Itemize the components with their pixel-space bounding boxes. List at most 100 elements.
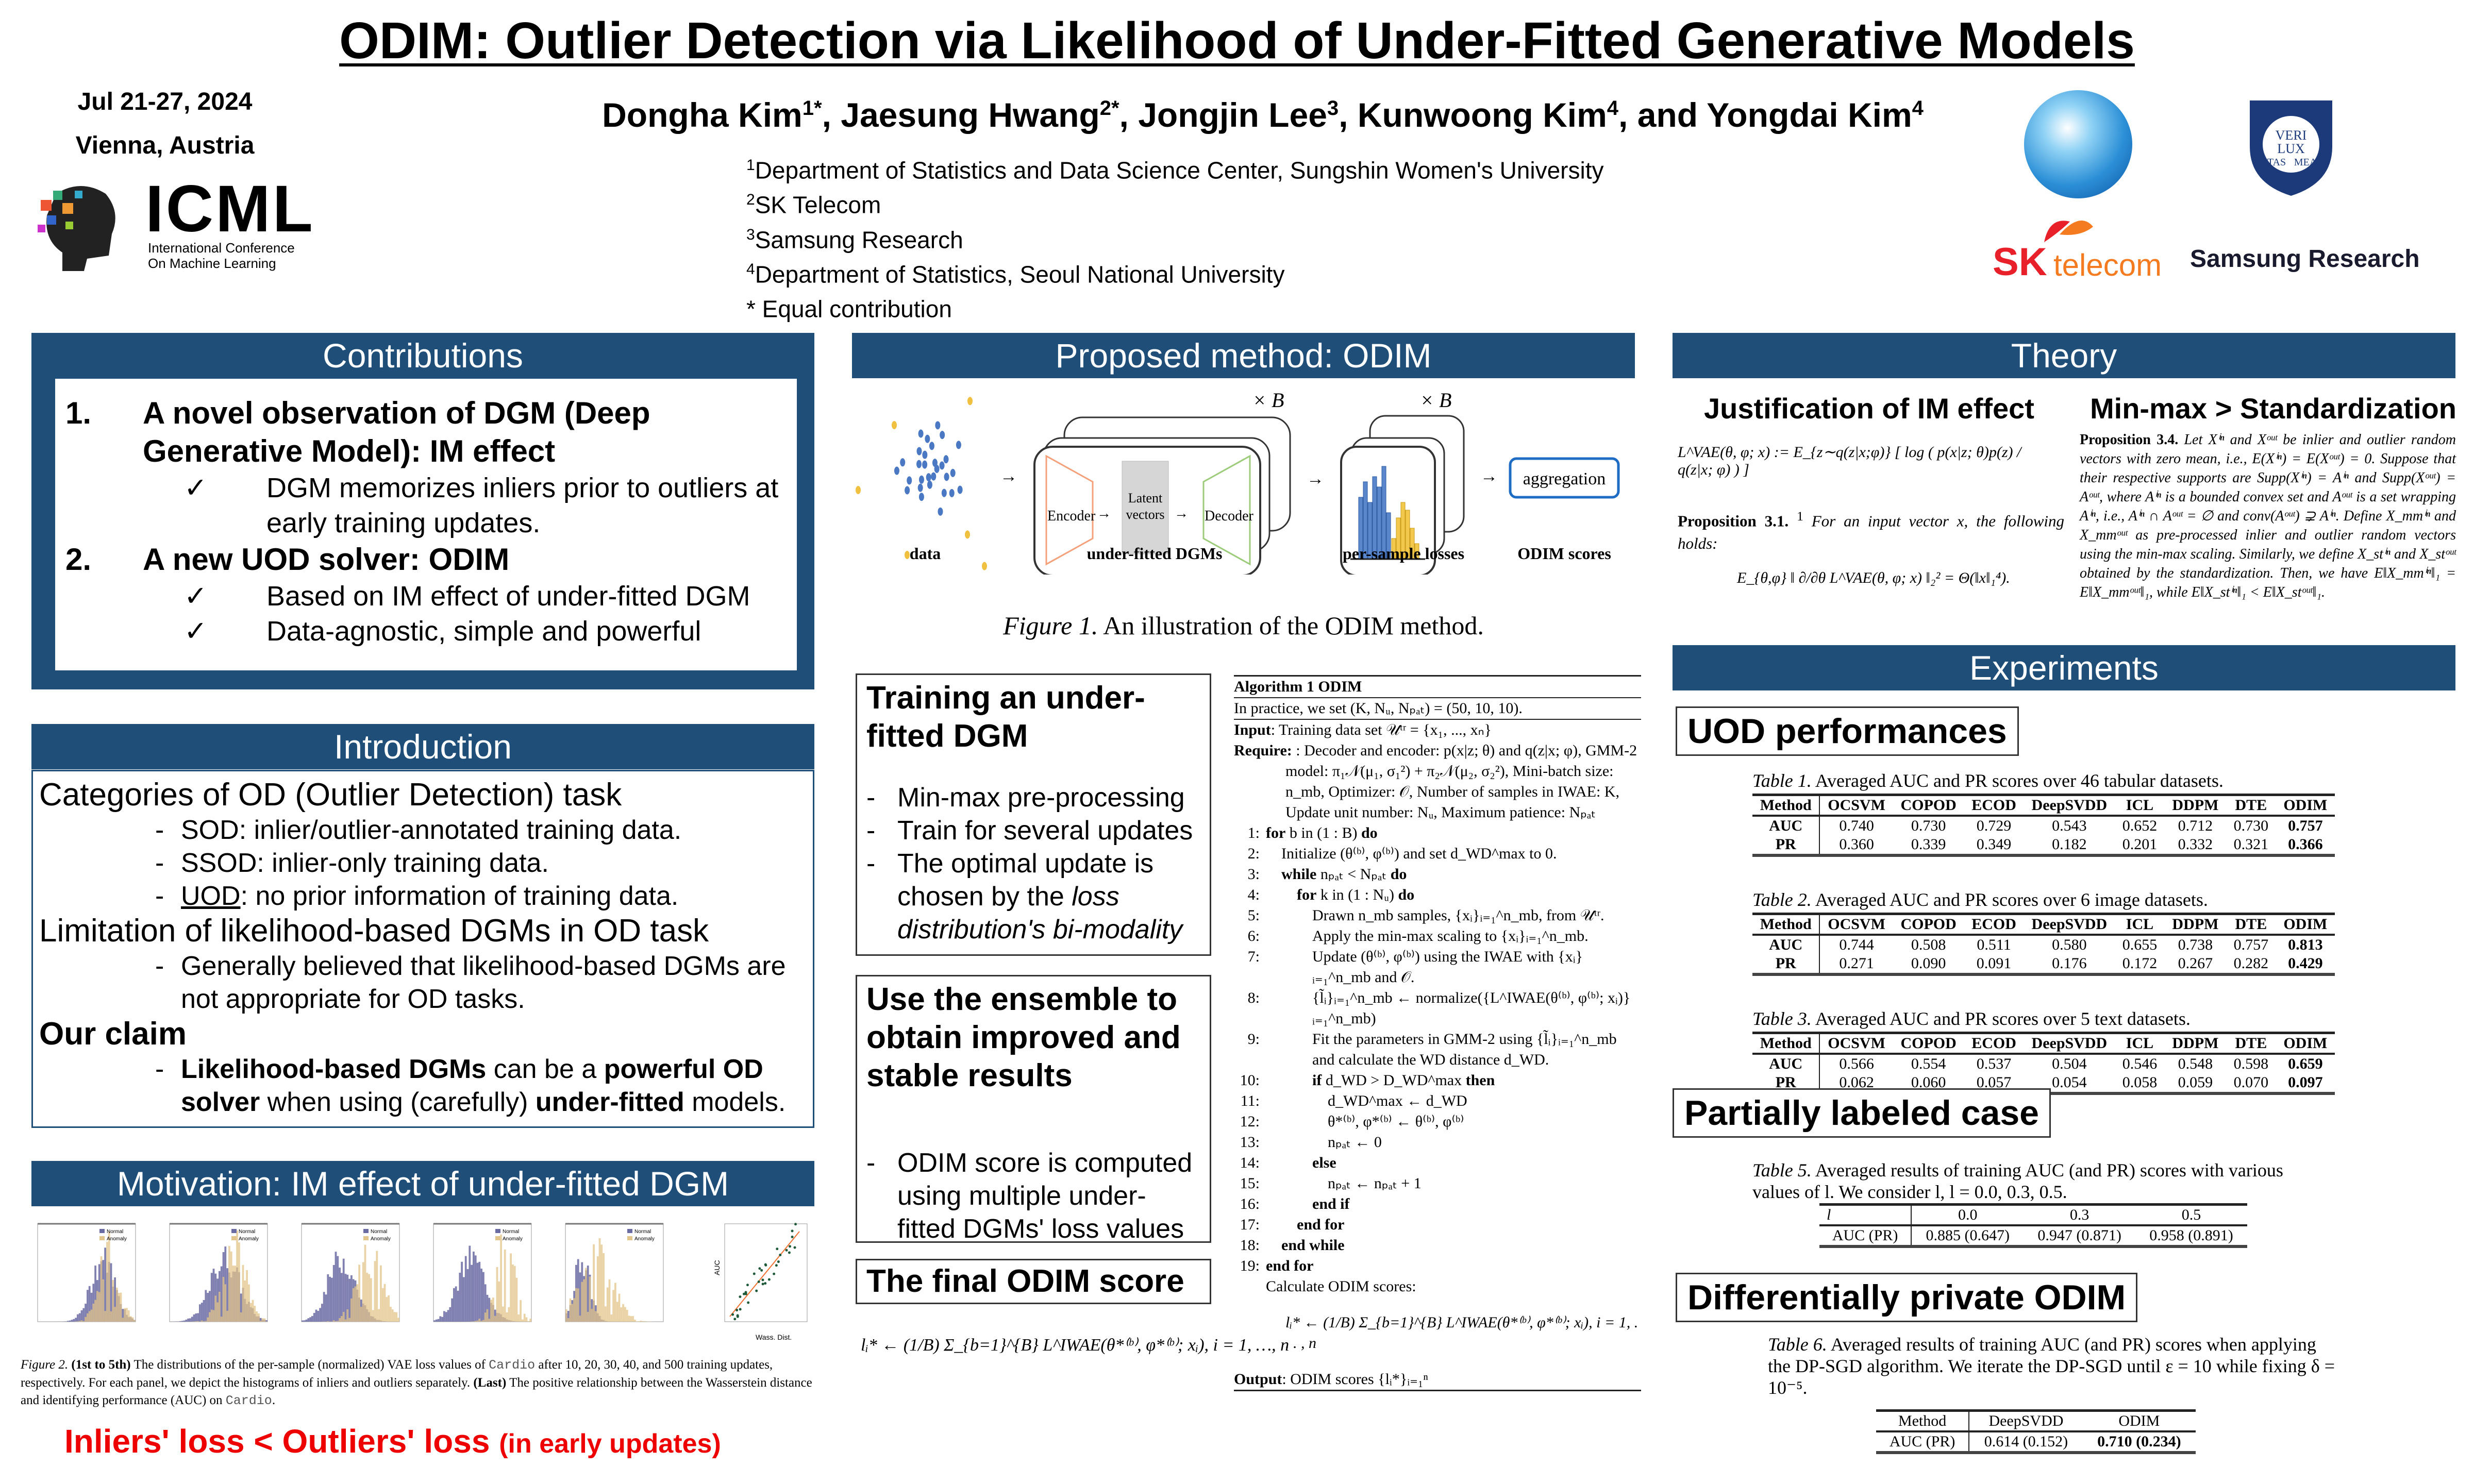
legend-normal: Normal [107,1229,123,1235]
algorithm-line: 17:end for [1240,1216,1345,1233]
telecom-text: telecom [2053,248,2162,282]
anomaly-bar [236,1230,238,1322]
column-header: ICL [2126,1035,2154,1052]
normal-bar [451,1298,453,1322]
table-cell: 0.282 [2233,955,2269,972]
latent-label-1: Latent [1128,491,1163,505]
author: Yongdai Kim4 [1707,96,1924,134]
table-caption: Table 3. Averaged AUC and PR scores over… [1752,1008,2191,1029]
table-cell: AUC [1752,935,1820,954]
table-cell: 0.947 (0.871) [2037,1227,2121,1244]
anomaly-bar [240,1312,242,1322]
proposition-3-4: Proposition 3.4. Let Xⁱⁿ and Xᵒᵘᵗ be inl… [2080,432,2456,600]
anomaly-bar [488,1319,491,1322]
anomaly-bar [230,1251,232,1322]
anomaly-bar [219,1291,221,1322]
final-score-box: The final ODIM score [856,1259,1211,1304]
normal-bar [187,1318,189,1322]
decoder-label: Decoder [1205,508,1254,524]
anomaly-bar [131,1317,134,1322]
column-header: DeepSVDD [2031,797,2108,814]
table-cell: 0.659 [2288,1055,2323,1072]
scatter-point [733,1318,737,1321]
anomaly-bar [248,1284,250,1322]
column-header: ODIM [2118,1412,2160,1429]
anomaly-bar [216,1302,219,1322]
anomaly-bar [94,1300,96,1322]
author: Jongjin Lee3 [1138,96,1339,134]
event-dates: Jul 21-27, 2024 [77,88,253,115]
anomaly-bar [354,1286,357,1322]
column-header: OCSVM [1828,1035,1885,1052]
normal-bar [179,1321,181,1322]
normal-bar [311,1316,313,1322]
scatter-point [777,1260,780,1263]
normal-bar [348,1278,350,1322]
poster-title: ODIM: Outlier Detection via Likelihood o… [339,12,2135,70]
contributions-header: Contributions [31,333,814,378]
table-cell: 0.548 [2178,1055,2213,1072]
legend-normal-swatch [99,1229,105,1233]
inlier-point [939,461,945,470]
anomaly-bar [374,1261,376,1322]
legend-normal-swatch [495,1229,500,1233]
affiliation: 3Samsung Research [746,226,963,253]
anomaly-bar [122,1318,124,1322]
normal-bar [305,1319,308,1322]
intro-heading-limitation: Limitation of likelihood-based DGMs in O… [39,913,709,949]
loss-stack: × B [1340,389,1465,575]
normal-bar [65,1321,67,1322]
anomaly-bar [98,1292,101,1322]
proposition-3-1: Proposition 3.1. 1 For an input vector x… [1678,509,2065,553]
anomaly-bar [565,1309,567,1322]
normal-bar [321,1304,323,1322]
normal-bar [331,1277,333,1322]
icml-logo: ICML International Conference On Machine… [35,176,323,271]
normal-bar [177,1321,179,1322]
anomaly-bar [575,1288,577,1322]
check-icon: ✓ [184,581,208,612]
anomaly-bar [368,1274,370,1322]
table-cell: AUC [1752,1054,1820,1073]
outlier-point [982,562,987,570]
intro-limitation-bullet: -Generally believed that likelihood-base… [39,950,807,1016]
contribution-item: 1.A novel observation of DGM (Deep Gener… [65,396,650,468]
anomaly-bar [242,1264,244,1322]
encoder-label: Encoder [1047,508,1096,524]
scatter-point [747,1301,750,1304]
normal-bar [313,1312,315,1322]
anomaly-bar [630,1316,632,1322]
normal-bar [319,1308,321,1322]
normal-bar [71,1320,73,1322]
anomaly-bar [579,1316,581,1322]
normal-bar [445,1312,447,1322]
anomaly-bar [210,1309,213,1322]
anomaly-bar [587,1311,589,1322]
algorithm-line: 7:Update (θ⁽ᵇ⁾, φ⁽ᵇ⁾) using the IWAE wit… [1247,948,1583,986]
anomaly-bar [593,1244,595,1322]
anomaly-bar [512,1264,514,1322]
anomaly-bar [348,1318,350,1322]
column-header: ECOD [1971,916,2016,933]
snu-motto-3: TAS [2267,157,2286,168]
scatter-point [767,1278,771,1281]
anomaly-bar [209,1312,211,1322]
anomaly-bar [356,1284,359,1322]
anomaly-bar [352,1288,355,1322]
bullet: -Train for several updates [866,816,1193,846]
normal-bar [307,1318,310,1322]
normal-bar [185,1320,188,1322]
anomaly-bar [510,1253,512,1322]
scatter-xlabel: Wass. Dist. [756,1333,792,1341]
anomaly-bar [478,1319,481,1322]
dp-odim-title: Differentially private ODIM [1676,1273,2138,1322]
table-cell: 0.537 [1976,1055,2012,1072]
anomaly-bar [126,1308,128,1322]
normal-bar [183,1320,186,1322]
inlier-point [941,488,947,497]
label-scores: ODIM scores [1517,544,1611,563]
scatter-point [775,1264,778,1267]
anomaly-bar [634,1320,636,1322]
normal-bar [335,1252,337,1322]
